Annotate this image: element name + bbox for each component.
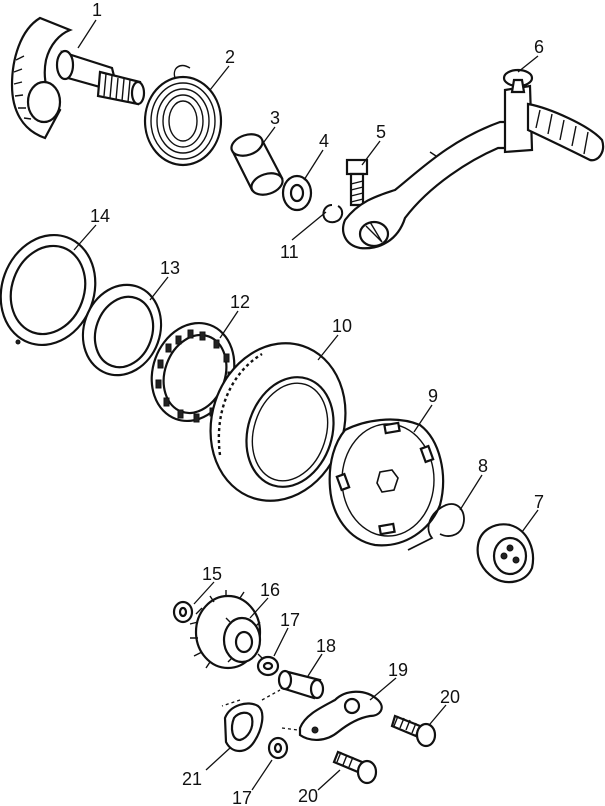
callout-5: 5 bbox=[376, 122, 386, 142]
part-4-washer bbox=[281, 174, 313, 212]
leader-lines bbox=[73, 19, 539, 791]
part-16-gear bbox=[189, 590, 263, 670]
part-12-bearing-cage bbox=[150, 321, 236, 423]
callout-14: 14 bbox=[90, 206, 110, 226]
part-8-spring-clip bbox=[407, 503, 465, 551]
callout-1: 1 bbox=[92, 0, 102, 20]
callout-16: 16 bbox=[260, 580, 280, 600]
callout-2: 2 bbox=[225, 47, 235, 67]
callout-19: 19 bbox=[388, 660, 408, 680]
part-19-arm bbox=[281, 690, 383, 741]
part-3-sleeve bbox=[230, 133, 284, 196]
part-7-drive bbox=[476, 523, 535, 584]
part-15-washer bbox=[172, 600, 194, 624]
part-17-washer-upper bbox=[256, 655, 280, 677]
callout-9: 9 bbox=[428, 386, 438, 406]
part-14-ring bbox=[0, 233, 97, 347]
part-6-kick-lever bbox=[342, 68, 605, 250]
callout-21: 21 bbox=[182, 769, 202, 789]
part-2-spring bbox=[143, 64, 223, 167]
callout-13: 13 bbox=[160, 258, 180, 278]
callout-7: 7 bbox=[534, 492, 544, 512]
callout-15: 15 bbox=[202, 564, 222, 584]
callout-8: 8 bbox=[478, 456, 488, 476]
callout-labels: 1 2 3 4 5 6 7 8 9 10 11 12 13 14 15 16 1… bbox=[90, 0, 544, 806]
part-21-plate bbox=[221, 689, 281, 753]
callout-18: 18 bbox=[316, 636, 336, 656]
part-9-clutch-plate bbox=[328, 418, 445, 547]
callout-17-lower: 17 bbox=[232, 788, 252, 806]
callout-17-upper: 17 bbox=[280, 610, 300, 630]
part-1-kick-shaft bbox=[10, 16, 146, 140]
callout-20-lower: 20 bbox=[298, 786, 318, 806]
callout-20-upper: 20 bbox=[440, 687, 460, 707]
callout-3: 3 bbox=[270, 108, 280, 128]
callout-10: 10 bbox=[332, 316, 352, 336]
part-10-ring-gear bbox=[209, 342, 347, 502]
part-17-washer-lower bbox=[267, 736, 289, 760]
part-11-circlip bbox=[322, 204, 344, 224]
callout-6: 6 bbox=[534, 37, 544, 57]
part-20-screw-lower bbox=[332, 750, 378, 785]
part-5-bolt bbox=[345, 158, 369, 207]
part-20-screw-upper bbox=[390, 714, 437, 748]
callout-4: 4 bbox=[319, 131, 329, 151]
callout-11: 11 bbox=[280, 242, 299, 262]
part-18-pin bbox=[277, 669, 325, 700]
part-13-ring bbox=[81, 283, 163, 377]
callout-12: 12 bbox=[230, 292, 250, 312]
